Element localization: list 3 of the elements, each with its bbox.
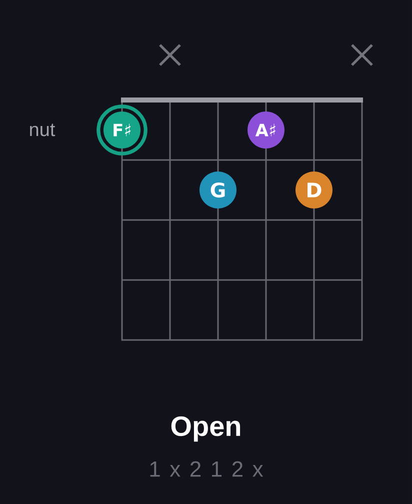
nut-label: nut: [30, 124, 56, 136]
fingering: 1 x 2 1 2 x: [150, 461, 264, 477]
chord-name: Open: [171, 416, 240, 442]
